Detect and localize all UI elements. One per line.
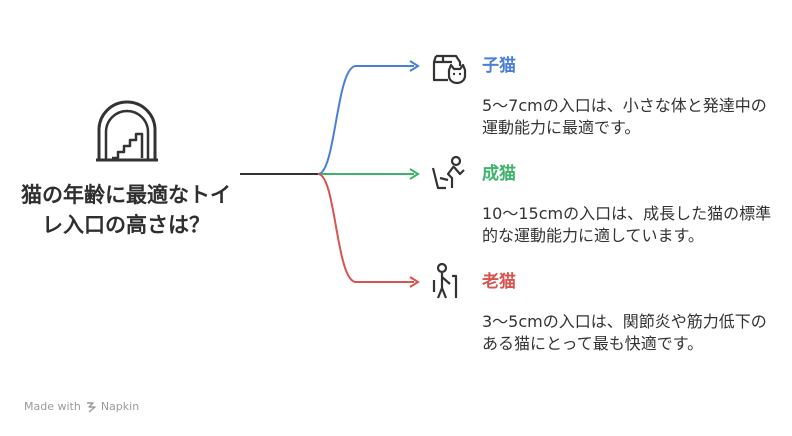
- root-title: 猫の年齢に最適なトイレ入口の高さは？: [21, 183, 231, 237]
- arrowhead-branch-0: [409, 60, 420, 72]
- archway-stairs-icon: [96, 100, 158, 162]
- arrowhead-branch-1: [409, 168, 420, 180]
- branch-label-senior: 老猫: [482, 272, 516, 292]
- adult-climbing-icon: [431, 155, 465, 190]
- branch-label-adult: 成猫: [482, 164, 516, 184]
- elderly-person-icon: [432, 262, 458, 299]
- connector-branch-0: [317, 65, 414, 175]
- napkin-logo-icon: [86, 401, 96, 413]
- branch-desc-senior: 3〜5cmの入口は、関節炎や筋力低下のある猫にとって最も快適です。: [482, 312, 767, 353]
- kitten-box-icon: [432, 54, 467, 85]
- footer-brand: Napkin: [100, 400, 140, 413]
- connector-branch-2: [317, 173, 414, 283]
- branch-desc-kitten: 5〜7cmの入口は、小さな体と発達中の運動能力に最適です。: [482, 96, 767, 137]
- branch-desc-adult: 10〜15cmの入口は、成長した猫の標準的な運動能力に適しています。: [482, 204, 772, 245]
- footer-attribution[interactable]: Made with Napkin: [24, 400, 139, 413]
- footer-made-with: Made with: [24, 400, 81, 413]
- arrowhead-branch-2: [409, 276, 420, 288]
- branch-label-kitten: 子猫: [482, 56, 516, 76]
